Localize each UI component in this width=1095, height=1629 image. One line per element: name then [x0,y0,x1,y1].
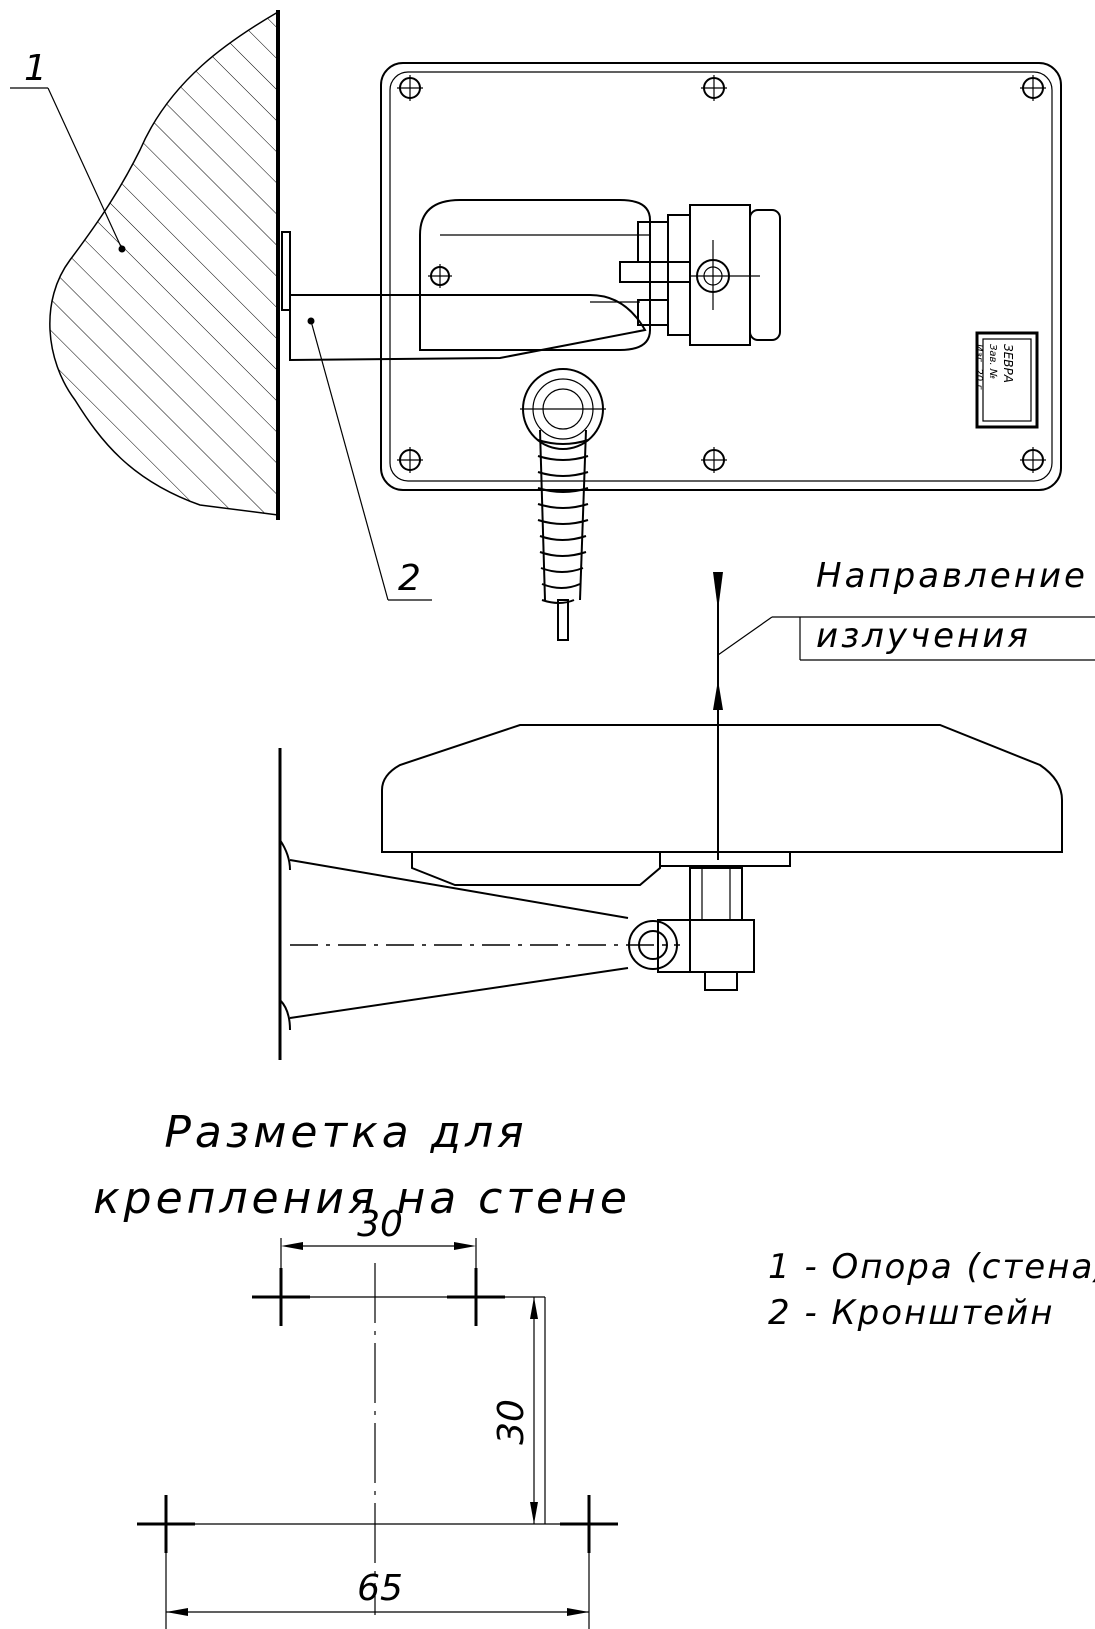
marking-title-line1: Разметка для [164,1107,527,1158]
screw-icon [397,75,1046,473]
callout-2-number: 2 [398,558,421,599]
nameplate-line3: Изг. 20 г. [973,344,984,393]
callout-1: 1 [10,48,126,253]
radiation-direction: Направление излучения [713,556,1095,860]
legend-item-support: 1 - Опора (стена) [768,1247,1095,1287]
dim-top-width: 30 [357,1204,403,1245]
device-side-view [278,724,1063,1060]
radiation-label-line2: излучения [816,616,1031,656]
callout-1-number: 1 [24,48,47,89]
wall-support [49,10,280,520]
legend-item-bracket: 2 - Кронштейн [768,1293,1054,1333]
dim-height: 30 [491,1399,532,1445]
marking-title-line2: крепления на стене [93,1173,631,1224]
bracket-top [281,204,781,362]
legend: 1 - Опора (стена) 2 - Кронштейн [768,1247,1095,1333]
device-front-view: ЗЕВРА Зав. № Изг. 20 г. [380,62,1062,641]
radiation-label-line1: Направление [816,556,1088,596]
dim-bottom-width: 65 [357,1568,403,1609]
nameplate-line2: Зав. № [987,344,998,379]
hole-marking-diagram: 30 30 65 [137,1204,618,1629]
cable-spring [537,429,589,641]
callout-2: 2 [307,317,432,601]
nameplate: ЗЕВРА Зав. № Изг. 20 г. [973,331,1039,429]
cable-gland [520,368,606,450]
nameplate-line1: ЗЕВРА [1001,344,1015,383]
